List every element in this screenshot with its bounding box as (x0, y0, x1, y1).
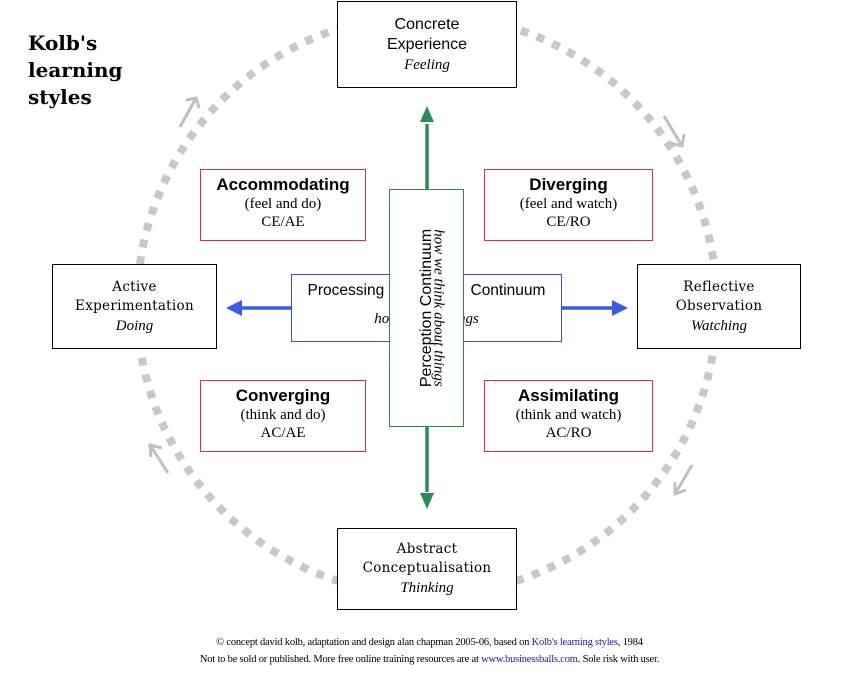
diagram-title: Kolb's learning styles (28, 31, 123, 109)
style-assimilating-code: AC/RO (545, 425, 592, 441)
footer-line-1-text: © concept david kolb, adaptation and des… (216, 637, 532, 648)
style-accommodating-desc: (feel and do) (244, 196, 322, 212)
node-active-experimentation-sub: Doing (115, 317, 154, 334)
style-accommodating: Accommodating (feel and do) CE/AE (200, 169, 366, 241)
cycle-arrow-bottom-left (148, 443, 170, 474)
style-diverging-name: Diverging (529, 175, 608, 194)
node-concrete-experience-label: Concrete Experience (386, 15, 468, 53)
footer-line-2: Not to be sold or published. More free o… (0, 654, 859, 665)
style-converging: Converging (think and do) AC/AE (200, 380, 366, 452)
cycle-arrow-bottom-right (673, 464, 694, 497)
node-reflective-observation-label: Reflective Observation (675, 278, 763, 314)
footer-line-1-year: , 1984 (617, 637, 643, 648)
cycle-arrow-top-left (178, 96, 201, 128)
style-accommodating-code: CE/AE (261, 214, 305, 230)
footer-line-1: © concept david kolb, adaptation and des… (0, 637, 859, 648)
style-converging-desc: (think and do) (240, 407, 326, 423)
node-active-experimentation: Active Experimentation Doing (52, 264, 217, 349)
footer-line-2-end: . Sole risk with user. (577, 654, 660, 665)
kolb-styles-link[interactable]: Kolb's learning styles (531, 637, 618, 648)
perception-continuum-sub: how we think about things (430, 229, 447, 387)
style-accommodating-name: Accommodating (216, 175, 350, 194)
node-active-experimentation-label: Active Experimentation (75, 278, 194, 314)
perception-continuum-box: Perception Continuum (389, 189, 464, 427)
cycle-arrow-top-right (662, 115, 686, 148)
style-diverging: Diverging (feel and watch) CE/RO (484, 169, 653, 241)
node-concrete-experience-sub: Feeling (404, 56, 450, 73)
style-assimilating-desc: (think and watch) (515, 407, 622, 423)
node-reflective-observation-sub: Watching (690, 317, 748, 334)
style-assimilating: Assimilating (think and watch) AC/RO (484, 380, 653, 452)
node-abstract-conceptualisation-sub: Thinking (400, 580, 454, 596)
businessballs-link[interactable]: www.businessballs.com (481, 654, 578, 665)
node-abstract-conceptualisation-label: Abstract Conceptualisation (362, 541, 492, 576)
style-converging-name: Converging (235, 386, 331, 405)
style-diverging-desc: (feel and watch) (519, 196, 618, 212)
footer-line-2-text: Not to be sold or published. More free o… (199, 654, 482, 665)
node-reflective-observation: Reflective Observation Watching (637, 264, 801, 349)
style-assimilating-name: Assimilating (517, 386, 620, 405)
style-converging-code: AC/AE (260, 425, 306, 441)
node-abstract-conceptualisation: Abstract Conceptualisation Thinking (337, 528, 517, 610)
style-diverging-code: CE/RO (546, 214, 591, 230)
node-concrete-experience: Concrete Experience Feeling (337, 1, 517, 88)
